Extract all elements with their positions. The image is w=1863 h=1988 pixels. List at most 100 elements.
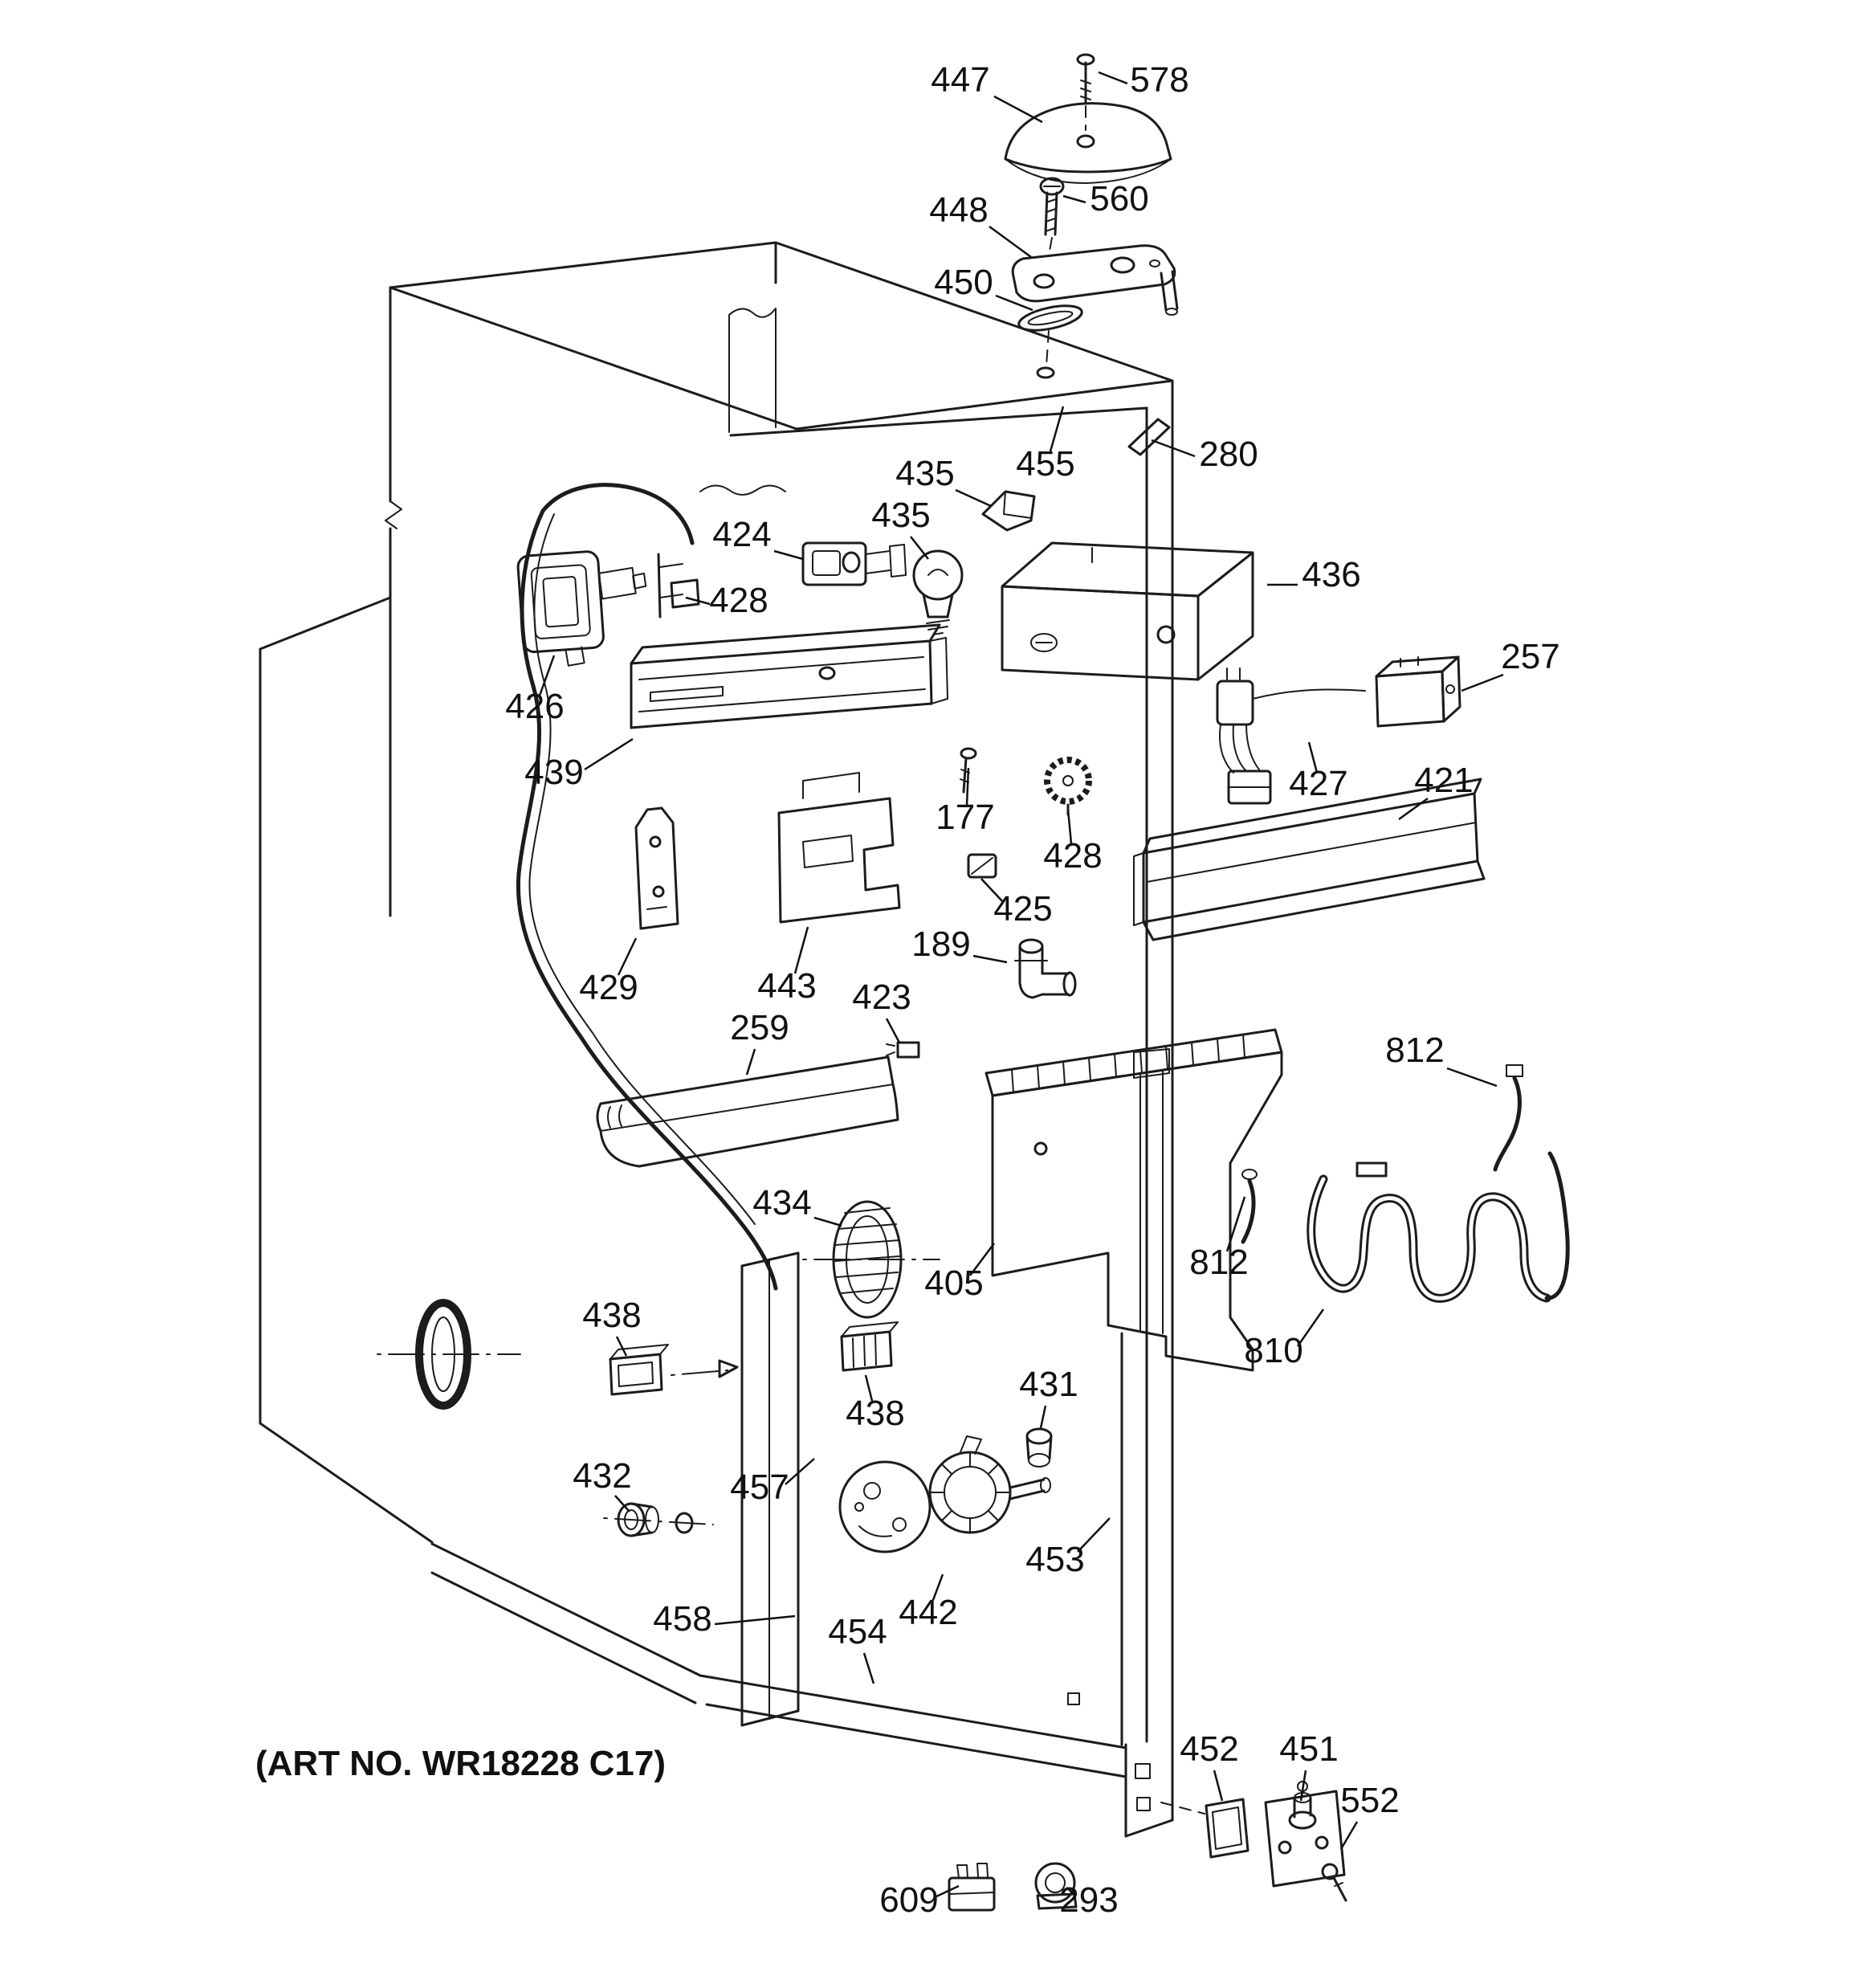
leader-line-454-38: [862, 1652, 875, 1684]
part-label-812-25: 812: [1385, 1031, 1444, 1070]
part-436-cover-box: [1001, 541, 1254, 681]
part-label-431-32: 431: [1019, 1365, 1078, 1404]
part-452-shim: [1205, 1798, 1249, 1859]
leader-line-451-40: [1299, 1770, 1307, 1802]
part-label-442-37: 442: [899, 1593, 957, 1632]
leader-line-421-16: [1398, 797, 1429, 821]
part-552-screw: [1321, 1863, 1347, 1902]
part-438-receptacle-left: [609, 1344, 739, 1396]
part-label-453-35: 453: [1025, 1540, 1084, 1579]
part-425-clip: [967, 853, 997, 879]
part-label-448-3: 448: [929, 190, 988, 230]
part-label-425-21: 425: [993, 889, 1052, 929]
leader-line-560-2: [1062, 194, 1086, 204]
part-label-458-36: 458: [653, 1599, 711, 1639]
part-432-bushing: [603, 1502, 714, 1537]
part-424-switch: [801, 541, 907, 586]
part-812-tube-lower: [1241, 1169, 1258, 1244]
leader-line-428-10: [685, 596, 711, 606]
cabinet-outline: [259, 241, 1205, 1838]
leader-line-609-42: [934, 1884, 960, 1899]
part-426-control: [516, 550, 647, 667]
leader-line-424-8: [773, 549, 804, 561]
leader-line-457-33: [785, 1458, 815, 1485]
part-label-439-14: 439: [524, 753, 583, 792]
part-443-bracket: [777, 772, 901, 924]
part-label-438-31: 438: [846, 1394, 904, 1433]
leader-line-257-13: [1461, 673, 1504, 692]
part-428-gear: [1044, 757, 1092, 816]
part-label-450-4: 450: [934, 263, 993, 302]
leader-line-177-17: [965, 767, 970, 806]
part-439-rail: [630, 623, 948, 729]
part-label-457-33: 457: [730, 1468, 789, 1507]
part-435-clip: [981, 490, 1036, 532]
leader-line-812-28: [1225, 1196, 1246, 1252]
part-label-454-38: 454: [828, 1612, 887, 1651]
part-label-424-8: 424: [712, 515, 771, 554]
part-label-812-28: 812: [1189, 1243, 1248, 1282]
part-label-432-34: 432: [573, 1456, 631, 1496]
part-label-455-5: 455: [1016, 444, 1074, 484]
leader-line-447-0: [993, 95, 1043, 124]
leader-line-426-12: [538, 655, 556, 696]
leader-line-453-35: [1077, 1517, 1111, 1553]
part-label-428-18: 428: [1043, 836, 1102, 876]
part-810-heater: [1307, 1151, 1570, 1303]
part-label-447-0: 447: [931, 60, 989, 100]
part-label-405-27: 405: [924, 1263, 983, 1303]
art-number: (ART NO. WR18228 C17): [255, 1744, 666, 1783]
part-label-452-39: 452: [1180, 1729, 1238, 1769]
part-257-relay: [1375, 655, 1461, 728]
part-259-tray: [596, 1055, 899, 1168]
part-label-451-40: 451: [1279, 1729, 1338, 1769]
part-label-293-43: 293: [1059, 1880, 1118, 1920]
leader-line-425-21: [980, 878, 1005, 904]
bolt-560: [1039, 177, 1065, 236]
part-label-280-6: 280: [1199, 435, 1258, 474]
leader-line-443-20: [793, 926, 809, 974]
leader-line-434-26: [813, 1216, 842, 1227]
leader-line-423-23: [885, 1018, 901, 1043]
part-428-bracket-upper: [657, 553, 700, 618]
part-label-177-17: 177: [936, 798, 994, 837]
part-429-bracket: [634, 806, 679, 930]
leader-line-435-9: [910, 536, 929, 560]
part-442-fan-assembly: [838, 1435, 1051, 1553]
part-label-421-16: 421: [1414, 761, 1473, 800]
part-427-harness-connectors: [1216, 667, 1366, 805]
leader-line-189-22: [972, 954, 1008, 964]
part-label-552-41: 552: [1340, 1781, 1399, 1820]
leader-line-432-34: [614, 1495, 630, 1512]
leader-line-405-27: [969, 1243, 995, 1276]
part-293-clamp: [1034, 1862, 1078, 1910]
leader-line-810-29: [1296, 1308, 1325, 1347]
part-label-189-22: 189: [911, 925, 970, 964]
leader-line-431-32: [1039, 1405, 1047, 1429]
part-label-429-19: 429: [579, 968, 638, 1007]
part-label-257-13: 257: [1501, 637, 1559, 676]
part-812-tube-upper: [1493, 1064, 1523, 1172]
part-421-rail: [1133, 778, 1486, 941]
wire-harness: [516, 483, 778, 1291]
part-423-clip: [886, 1041, 920, 1059]
hinge-plate-448-450: [1011, 237, 1179, 379]
leader-line-439-14: [584, 737, 634, 771]
leader-line-438-30: [615, 1336, 628, 1357]
leader-line-455-5: [1049, 406, 1065, 452]
part-label-438-30: 438: [582, 1296, 641, 1335]
leader-line-812-25: [1446, 1067, 1498, 1088]
part-431-grommet: [1025, 1427, 1053, 1468]
part-434-grommet: [802, 1200, 940, 1319]
part-label-609-42: 609: [879, 1880, 938, 1920]
part-label-435-9: 435: [871, 496, 930, 535]
leader-line-293-43: [1066, 1887, 1077, 1896]
part-label-434-26: 434: [752, 1183, 811, 1223]
part-label-428-10: 428: [709, 581, 768, 620]
part-451-hinge: [1264, 1781, 1346, 1888]
part-label-259-24: 259: [730, 1008, 789, 1047]
mullion-457-458: [740, 1251, 800, 1727]
part-label-423-23: 423: [852, 978, 911, 1017]
part-label-427-15: 427: [1289, 764, 1347, 803]
